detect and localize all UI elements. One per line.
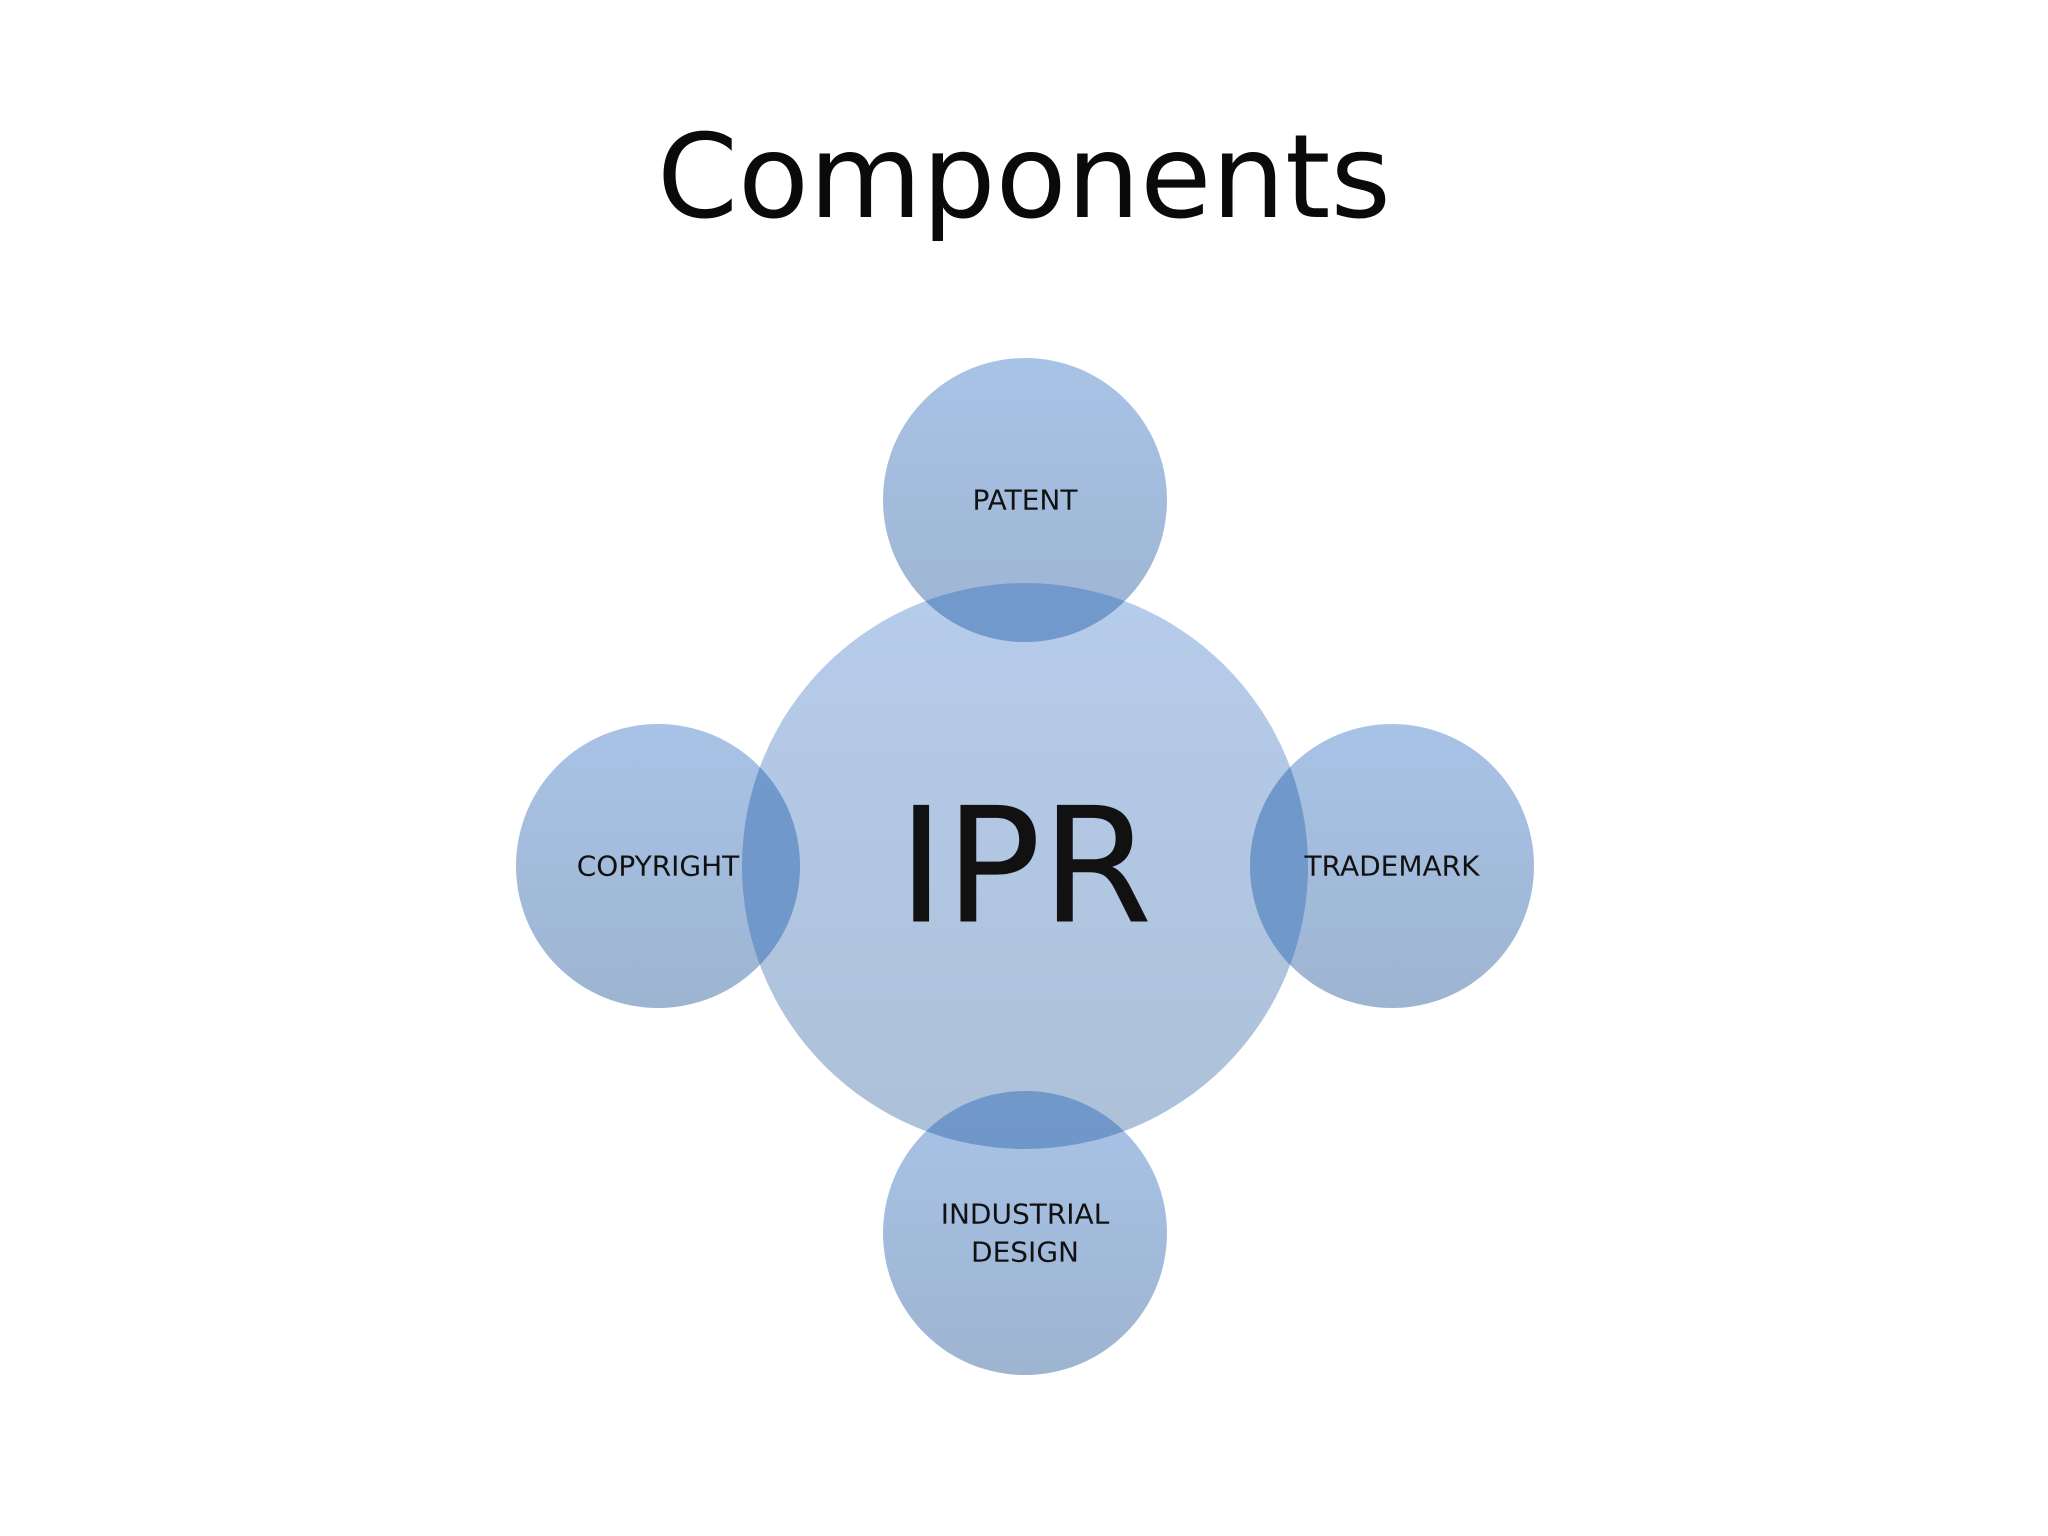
slide-title: Components <box>657 110 1391 245</box>
copyright-label: COPYRIGHT <box>577 850 740 883</box>
design-label: DESIGN <box>971 1236 1079 1269</box>
patent-label: PATENT <box>973 484 1079 517</box>
patent-circle <box>883 358 1167 642</box>
trademark-label: TRADEMARK <box>1304 850 1481 883</box>
industrial-design-circle <box>883 1091 1167 1375</box>
ipr-center-circle <box>742 583 1308 1149</box>
industrial-label: INDUSTRIAL <box>941 1198 1110 1231</box>
satellite-circles <box>516 358 1534 1375</box>
ipr-center-label: IPR <box>898 773 1153 960</box>
copyright-circle <box>516 724 800 1008</box>
trademark-circle <box>1250 724 1534 1008</box>
